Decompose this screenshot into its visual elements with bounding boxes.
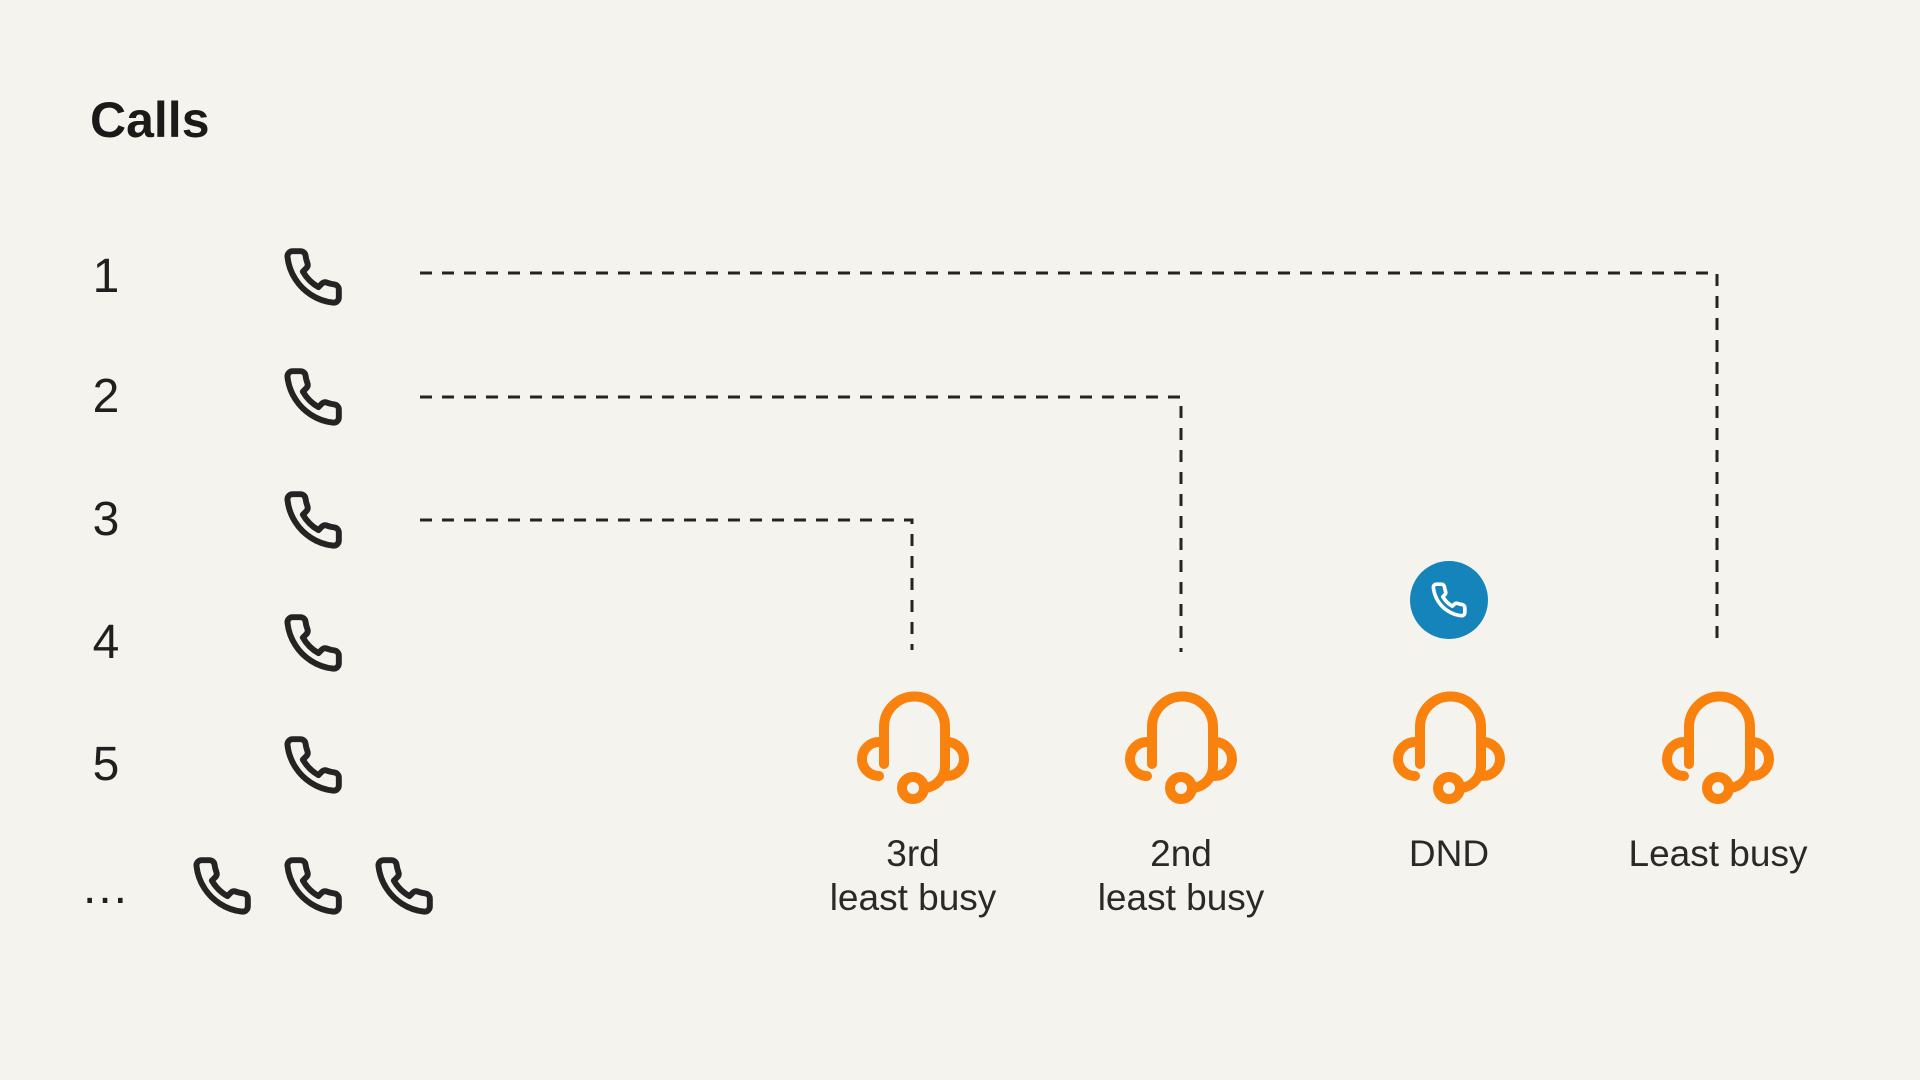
connector-call2-to-2nd-least-busy (420, 395, 1183, 652)
phone-icon (1430, 581, 1468, 619)
call-queue-number: 3 (92, 493, 120, 546)
page-title: Calls (90, 92, 210, 148)
phone-icon (282, 366, 344, 428)
phone-icon (282, 246, 344, 308)
connector-call1-to-least-busy (420, 271, 1719, 648)
phone-icon (282, 612, 344, 674)
queue-overflow-ellipsis: ... (82, 861, 129, 914)
agent-label-3rd-least-busy: 3rd least busy (829, 833, 997, 918)
connector-call3-to-3rd-least-busy (420, 518, 914, 650)
agent-label-dnd: DND (1408, 833, 1490, 874)
call-queue-number: 4 (92, 616, 120, 669)
headset-icon (1125, 688, 1237, 806)
phone-icon (373, 855, 435, 917)
headset-icon (1662, 688, 1774, 806)
phone-icon (191, 855, 253, 917)
agent-label-2nd-least-busy: 2nd least busy (1097, 833, 1265, 918)
call-queue-number: 5 (92, 738, 120, 791)
agent-label-least-busy: Least busy (1628, 833, 1808, 874)
phone-icon (282, 734, 344, 796)
phone-icon (282, 855, 344, 917)
call-queue-number: 1 (92, 250, 120, 303)
headset-icon (1393, 688, 1505, 806)
active-call-badge (1410, 561, 1488, 639)
phone-icon (282, 489, 344, 551)
call-queue-number: 2 (92, 370, 120, 423)
headset-icon (857, 688, 969, 806)
